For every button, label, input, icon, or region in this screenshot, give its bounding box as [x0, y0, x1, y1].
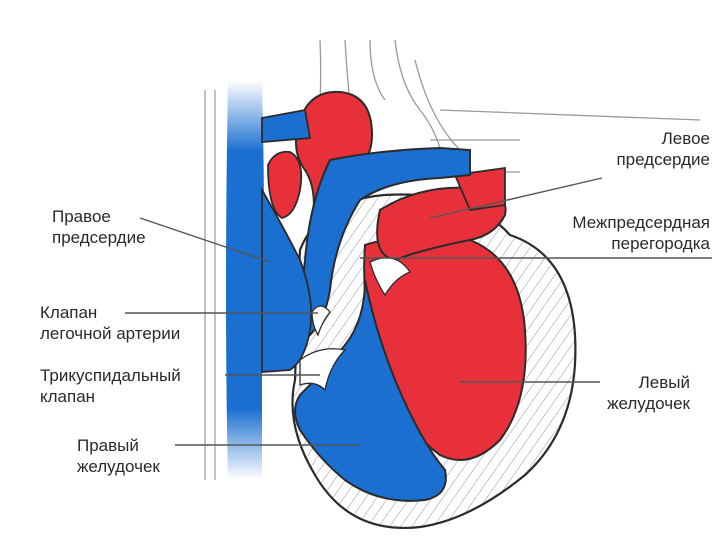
leader-right-atrium	[139, 217, 271, 263]
label-left-atrium: Левое предсердие	[560, 128, 710, 170]
great-vessels-outline	[317, 39, 701, 173]
label-right-ventricle-line1: Правый	[77, 436, 139, 455]
label-tricuspid-valve-line1: Трикуспидальный	[40, 366, 181, 385]
label-left-ventricle-line2: желудочек	[607, 394, 690, 413]
label-pulmonary-valve-line2: легочной артерии	[40, 324, 181, 343]
label-right-atrium: Правое предсердие	[52, 206, 146, 248]
tricuspid-valve-shape	[299, 348, 347, 392]
aorta-branch-red	[267, 150, 303, 219]
vena-cava	[226, 80, 264, 480]
leader-lines	[125, 177, 712, 446]
label-right-ventricle: Правый желудочек	[77, 435, 160, 477]
label-tricuspid-valve-line2: клапан	[40, 387, 96, 406]
label-left-ventricle: Левый желудочек	[560, 372, 690, 414]
label-right-ventricle-line2: желудочек	[77, 457, 160, 476]
pulmonary-artery-branch	[261, 108, 312, 143]
leader-left-atrium	[429, 177, 603, 219]
label-pulmonary-valve-line1: Клапан	[40, 303, 98, 322]
label-tricuspid-valve: Трикуспидальный клапан	[40, 365, 181, 407]
label-left-atrium-line1: Левое	[661, 129, 710, 148]
pulmonary-artery-trunk	[302, 146, 471, 337]
label-left-atrium-line2: предсердие	[616, 150, 710, 169]
label-interatrial-septum-line2: перегородка	[611, 234, 710, 253]
label-right-atrium-line1: Правое	[52, 207, 111, 226]
label-interatrial-septum: Межпредсердная перегородка	[520, 212, 710, 254]
pulmonary-vein-red	[453, 166, 506, 211]
label-pulmonary-valve: Клапан легочной артерии	[40, 302, 180, 344]
label-interatrial-septum-line1: Межпредсердная	[572, 213, 710, 232]
label-right-atrium-line2: предсердие	[52, 228, 146, 247]
right-atrium-chamber	[261, 186, 313, 373]
label-left-ventricle-line1: Левый	[638, 373, 690, 392]
